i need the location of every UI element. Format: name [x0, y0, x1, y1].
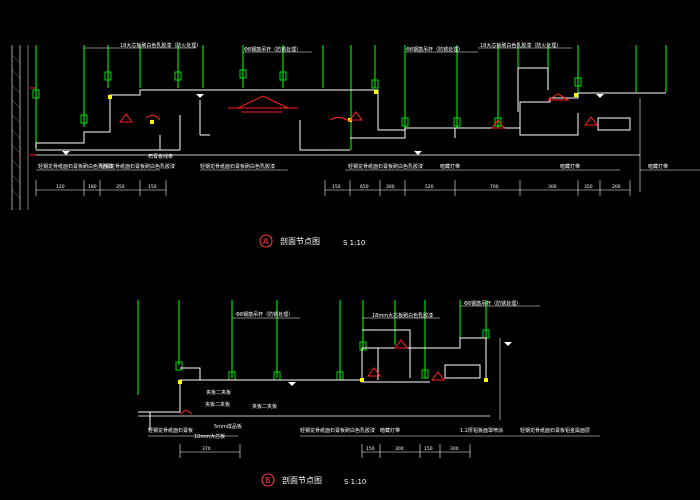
light-fixtures-b	[179, 339, 445, 415]
bottom-note-a-6: 石膏板线条	[148, 153, 173, 160]
section-marker-b: B	[265, 476, 271, 485]
dimension-lines-b	[179, 338, 501, 458]
elevation-markers-b	[288, 342, 512, 386]
dim-b-2: 150	[366, 446, 375, 452]
wood-blocking-b	[178, 378, 488, 384]
section-marker-b-circle	[261, 473, 275, 487]
bottom-note-a-4: 轻钢龙骨纸面石膏板刷白色乳胶漆	[348, 163, 423, 170]
dim-a-5: 150	[332, 184, 341, 190]
dim-a-1: 120	[56, 184, 65, 190]
bottom-note-a-1: 轻钢龙骨纸面石膏板刷白色乳胶漆	[38, 163, 113, 170]
dim-a-10: 300	[548, 184, 557, 190]
note-a-3: Φ8钢筋吊杆（防锈处理）	[406, 46, 463, 53]
title-b: B 剖面节点图 S 1:10	[261, 473, 366, 487]
dim-a-9: 700	[490, 184, 499, 190]
section-b: Φ8钢筋吊杆（防锈处理） Φ8钢筋吊杆（防锈处理） 18mm大芯板刷白色乳胶漆 …	[137, 300, 600, 487]
section-marker-a-circle	[259, 234, 273, 248]
dim-b-1: 370	[202, 446, 211, 452]
label-b-2: 夹板二夹板	[205, 401, 230, 408]
leader-lines-b	[148, 305, 600, 437]
hanger-rods-b	[137, 300, 487, 395]
light-fixtures-a	[119, 93, 598, 129]
rod-clips-b	[175, 329, 490, 381]
bottom-note-b-1: 轻钢龙骨纸面石膏板	[148, 427, 193, 434]
label-b-5: 10mm大芯板	[194, 433, 225, 440]
elevation-markers-a	[62, 94, 604, 155]
bottom-note-a-3: 轻钢龙骨纸面石膏板刷白色乳胶漆	[200, 163, 275, 170]
note-b-3: 18mm大芯板刷白色乳胶漆	[372, 312, 433, 319]
dim-b-4: 150	[424, 446, 433, 452]
bottom-note-b-5: 轻钢龙骨纸面石膏板铝金属面层	[520, 427, 590, 434]
bottom-note-a-7: 暗藏灯带	[440, 163, 460, 170]
dim-b-5: 300	[450, 446, 459, 452]
section-marker-a: A	[263, 237, 269, 246]
dim-a-11: 350	[584, 184, 593, 190]
rod-clips-a	[32, 69, 582, 127]
bottom-note-a-2: 轻钢龙骨纸面石膏板刷白色乳胶漆	[100, 163, 175, 170]
wood-blocking-a	[108, 90, 578, 124]
bottom-note-b-2: 轻钢龙骨纸面石膏板刷白色乳胶漆	[300, 427, 375, 434]
section-b-scale: S 1:10	[344, 478, 366, 486]
section-a-scale: S 1:10	[343, 239, 365, 247]
ceiling-profile-b	[138, 329, 490, 430]
note-a-1: 18大芯板刷白色乳胶漆（防火处理）	[120, 42, 201, 49]
dim-a-7: 300	[386, 184, 395, 190]
bottom-note-b-3: 暗藏灯带	[380, 427, 400, 434]
bottom-note-a-5: 暗藏灯带	[560, 163, 580, 170]
bottom-note-b-4: 1.2厚铝板面罩喷涂	[460, 427, 503, 434]
dim-a-3: 350	[116, 184, 125, 190]
note-b-2: Φ8钢筋吊杆（防锈处理）	[464, 300, 521, 307]
section-a: 18大芯板刷白色乳胶漆（防火处理） Φ8钢筋吊杆（防锈处理） Φ8钢筋吊杆（防锈…	[11, 42, 700, 248]
section-b-title: 剖面节点图	[282, 475, 322, 485]
dim-a-2: 180	[88, 184, 97, 190]
title-a: A 剖面节点图 S 1:10	[259, 234, 365, 248]
leader-lines-a	[36, 47, 700, 171]
dim-a-4: 150	[148, 184, 157, 190]
label-b-3: 夹板二夹板	[252, 403, 277, 410]
note-b-1: Φ8钢筋吊杆（防锈处理）	[236, 311, 293, 318]
dimension-lines-a	[35, 98, 641, 196]
dim-a-12: 200	[612, 184, 621, 190]
dim-b-3: 300	[395, 446, 404, 452]
dim-a-8: 520	[425, 184, 434, 190]
note-a-2: Φ8钢筋吊杆（防锈处理）	[244, 46, 301, 53]
label-b-1: 夹板二夹板	[206, 389, 231, 396]
left-wall	[11, 45, 36, 210]
bottom-note-a-8: 暗藏灯带	[648, 163, 668, 170]
note-a-4: 18大芯板刷白色乳胶漆（防火处理）	[480, 42, 561, 49]
dim-a-6: 650	[360, 184, 369, 190]
label-b-4: 5mm成品板	[214, 423, 242, 430]
section-a-title: 剖面节点图	[280, 236, 320, 246]
